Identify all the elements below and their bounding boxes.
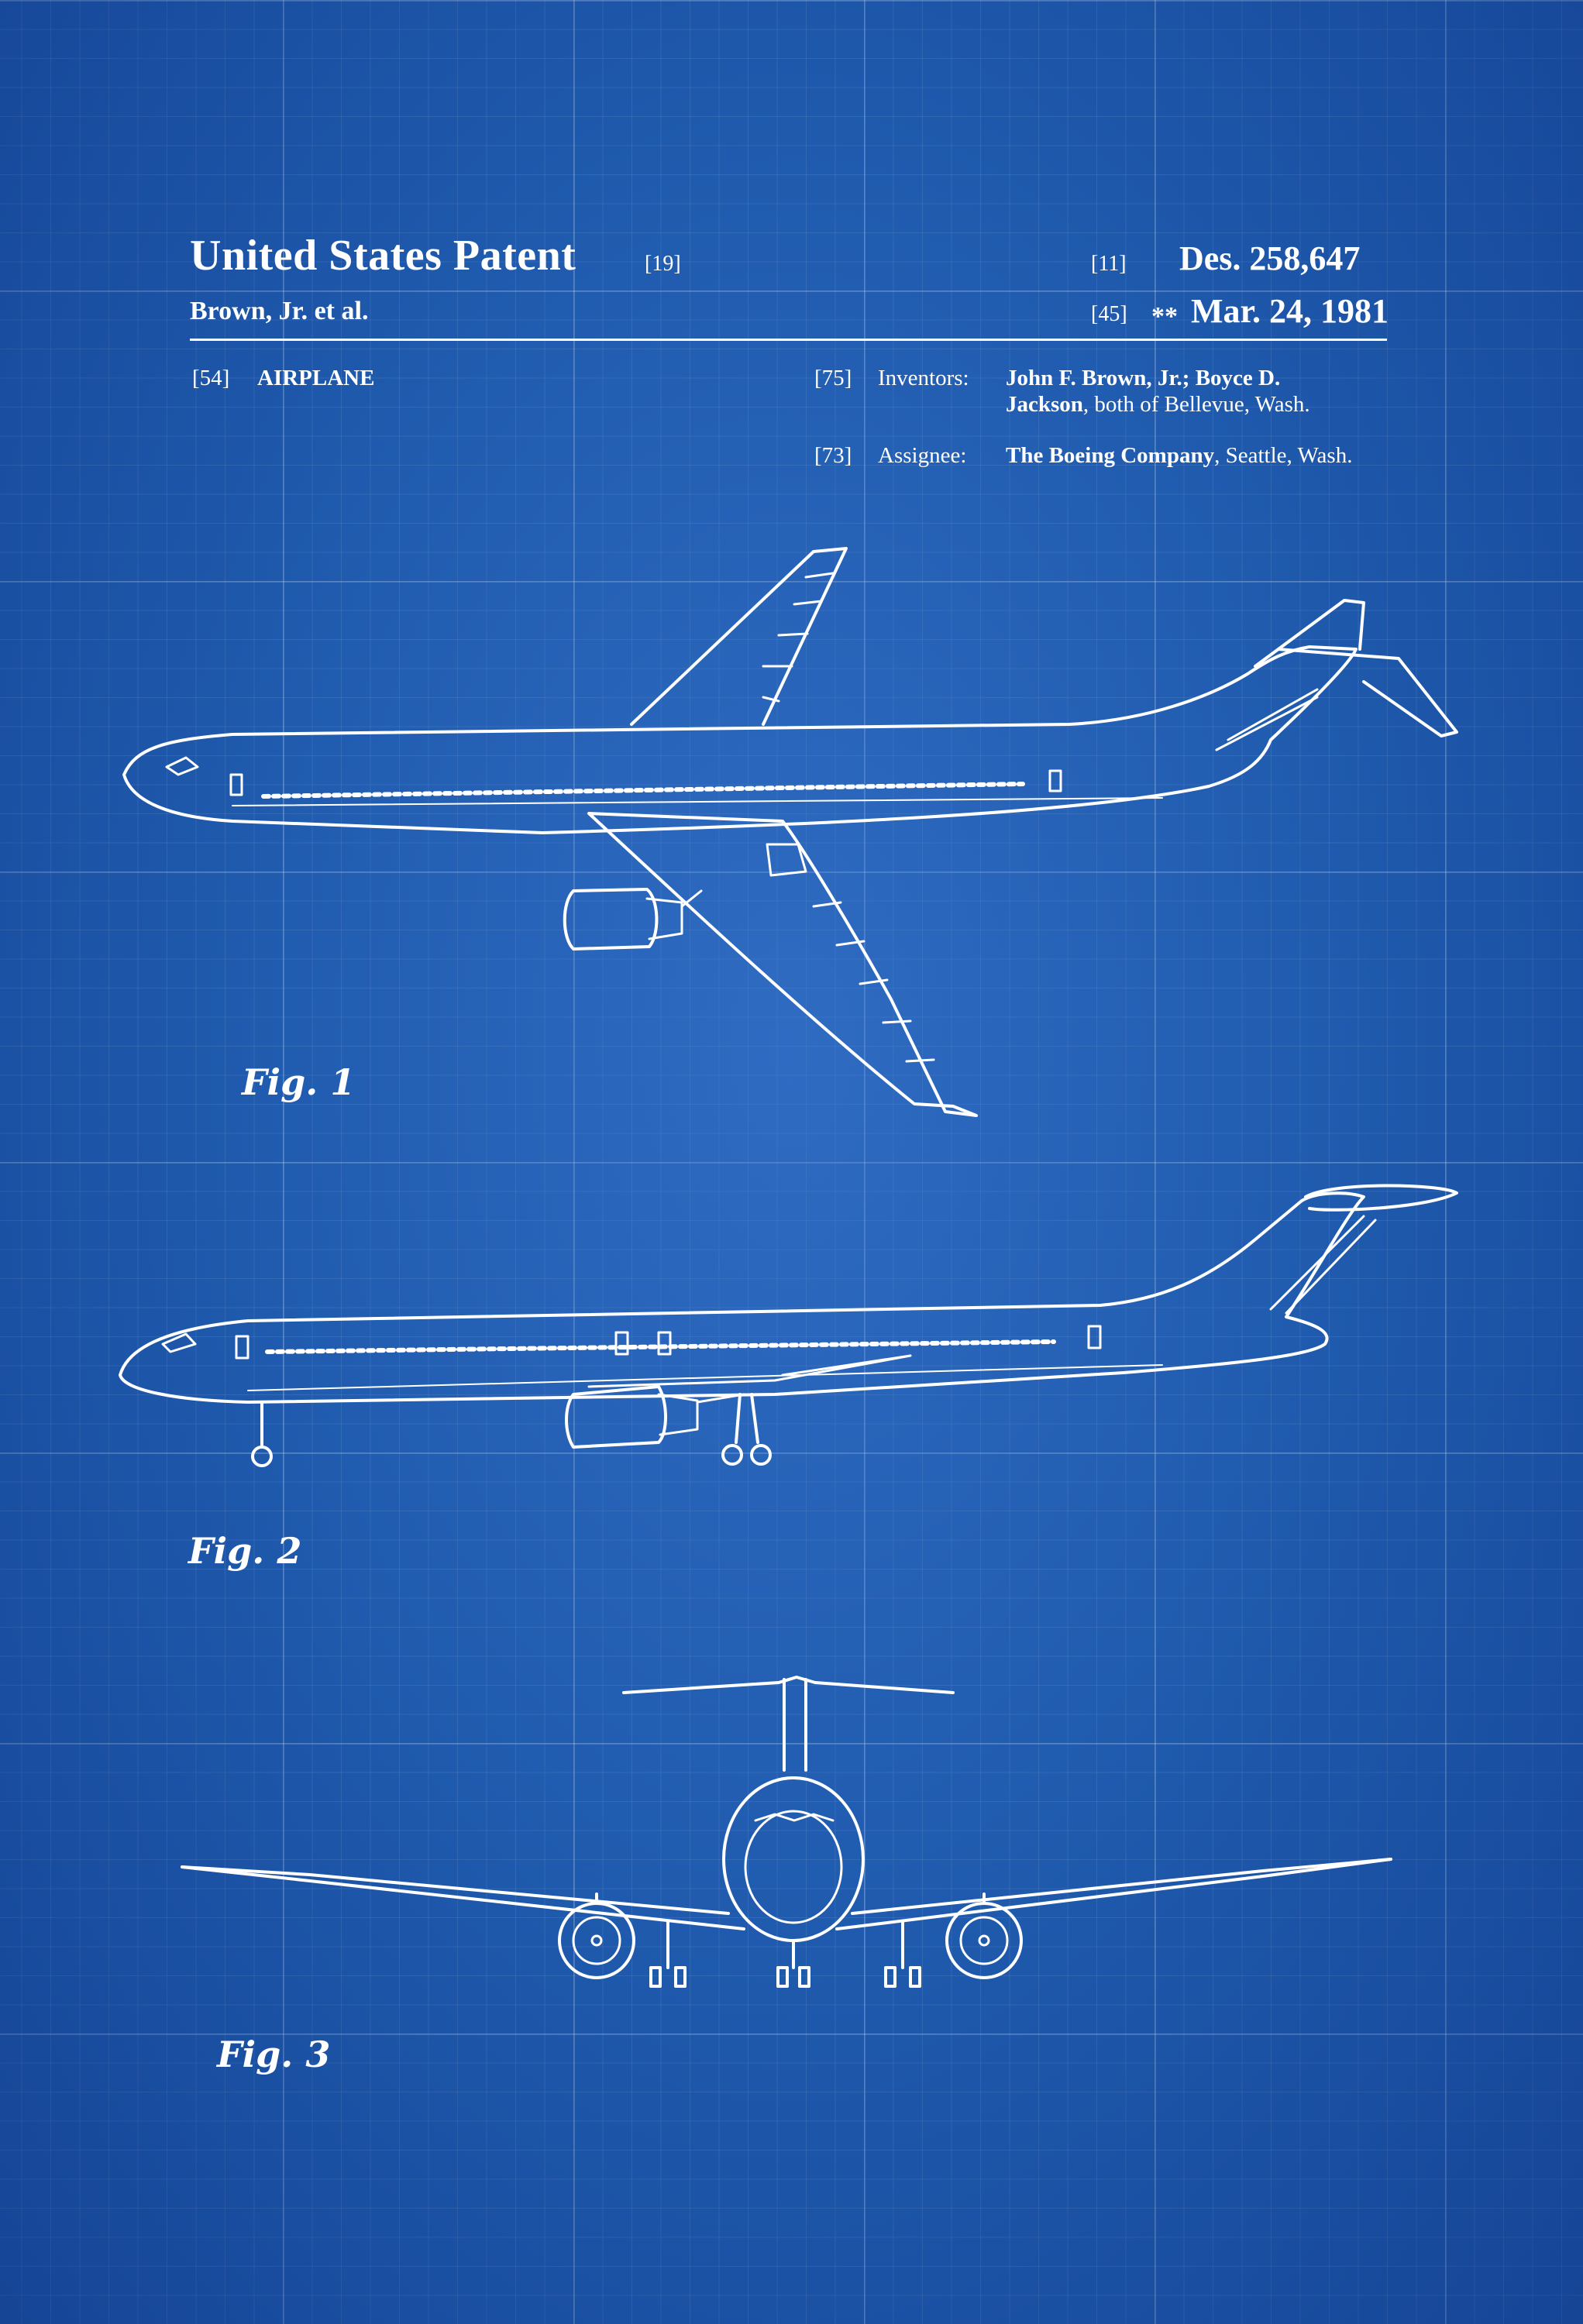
fig3-cockpit-windows [754, 1813, 835, 1822]
patent-date-marker: ** [1151, 302, 1178, 331]
fig1-tail-flaps [1215, 688, 1319, 751]
fig1-horizontal-tail [1277, 648, 1458, 737]
inventors-line-2-rest: , both of Bellevue, Wash. [1082, 392, 1310, 417]
fig3-right-wing-bottom [835, 1858, 1392, 1930]
fig3-right-gear-wheel-1 [884, 1966, 896, 1988]
title-field-code: [54] [192, 366, 230, 390]
inventors-short: Brown, Jr. et al. [190, 297, 369, 325]
fig1-vertical-tail [1254, 599, 1365, 668]
fig3-nose-gear-wheel-2 [798, 1966, 810, 1988]
fig2-window-row [265, 1339, 1056, 1354]
fig1-engine-nozzle [645, 897, 683, 940]
fig1-wing-fairing [766, 843, 807, 877]
fig1-fuselage-stripe [232, 797, 1163, 806]
fig2-engine [565, 1385, 667, 1449]
fig2-door-mid-2 [657, 1331, 672, 1356]
fig3-right-engine [945, 1902, 1023, 1979]
inventors-line-2: Jackson, both of Bellevue, Wash. [1006, 392, 1310, 418]
fig1-far-wing-flaps [762, 572, 835, 703]
fig2-label: Fig. 2 [188, 1530, 302, 1572]
patent-number: Des. 258,647 [1179, 239, 1361, 277]
inventors-line-1: John F. Brown, Jr.; Boyce D. [1006, 366, 1281, 390]
fig2-cockpit-window [161, 1332, 197, 1353]
fig2-door-rear [1087, 1325, 1102, 1349]
fig1-door-front [229, 773, 243, 796]
inventors-field-label: Inventors: [878, 366, 969, 390]
fig3-left-gear-wheel-1 [649, 1966, 662, 1988]
fig3-right-engine-fan [959, 1916, 1009, 1965]
fig3-nose-gear-wheel-1 [776, 1966, 789, 1988]
fig2-wing [587, 1354, 912, 1388]
fig2-tail-flaps [1269, 1215, 1377, 1315]
fig3-left-engine-spinner [590, 1934, 603, 1947]
header-rule [190, 339, 1387, 341]
fig2-horizontal-tail [1304, 1184, 1458, 1212]
fig3-left-wing-top [181, 1865, 730, 1915]
fig3-right-wing-top [851, 1858, 1392, 1915]
fig1-engine [563, 888, 659, 951]
fig1-label: Fig. 1 [242, 1061, 356, 1103]
fig1-window-row [261, 782, 1025, 799]
fig2-fuselage [119, 1191, 1365, 1404]
fig1-cockpit-window [165, 756, 199, 776]
fig1-far-wing [630, 547, 848, 726]
fig2-door-front [235, 1335, 249, 1360]
fig2-engine-nozzle [657, 1393, 699, 1436]
title-field-value: AIRPLANE [257, 366, 375, 390]
fig3-radome [744, 1810, 843, 1924]
fig1-door-rear [1048, 769, 1062, 792]
inventors-field-code: [75] [814, 366, 852, 390]
fig2-main-gear-strut [735, 1393, 759, 1444]
fig3-fuselage [722, 1776, 865, 1942]
inventors-line-2-bold: Jackson [1006, 392, 1083, 417]
fig3-left-gear-wheel-2 [674, 1966, 687, 1988]
assignee-rest: , Seattle, Wash. [1214, 443, 1353, 468]
patent-date: Mar. 24, 1981 [1191, 292, 1389, 330]
fig3-stabilizer [622, 1676, 955, 1694]
fig3-left-engine [558, 1902, 635, 1979]
fig3-left-wing-bottom [181, 1865, 745, 1930]
assignee-field-code: [73] [814, 443, 852, 468]
fig2-wing-root [696, 1393, 745, 1404]
fig3-right-engine-spinner [978, 1934, 990, 1947]
assignee-value: The Boeing Company, Seattle, Wash. [1006, 443, 1352, 469]
fig3-label: Fig. 3 [217, 2033, 331, 2075]
patent-number-code: [11] [1091, 252, 1127, 276]
fig2-nose-gear-wheel [251, 1446, 273, 1467]
fig3-right-gear-wheel-2 [909, 1966, 921, 1988]
fig2-fuselage-stripe [247, 1364, 1163, 1391]
assignee-bold: The Boeing Company [1006, 443, 1215, 468]
assignee-field-label: Assignee: [878, 443, 967, 468]
fig3-airplane-front [181, 1676, 1392, 1988]
fig3-left-engine-fan [572, 1916, 621, 1965]
fig1-airplane-perspective [122, 547, 1458, 1117]
fig1-near-wing [587, 812, 978, 1117]
fig2-airplane-side [119, 1184, 1458, 1467]
fig1-near-wing-flaps [812, 901, 935, 1063]
fig1-engine-pylon [680, 889, 703, 908]
patent-title: United States Patent [190, 232, 576, 280]
fig2-main-gear-wheel-1 [721, 1444, 743, 1466]
patent-date-code: [45] [1091, 302, 1127, 326]
patent-title-code: [19] [645, 252, 681, 276]
fig2-door-mid [614, 1331, 629, 1356]
fig1-fuselage [122, 645, 1358, 834]
fig2-main-gear-wheel-2 [750, 1444, 772, 1466]
fig3-vertical-tail [783, 1678, 807, 1772]
